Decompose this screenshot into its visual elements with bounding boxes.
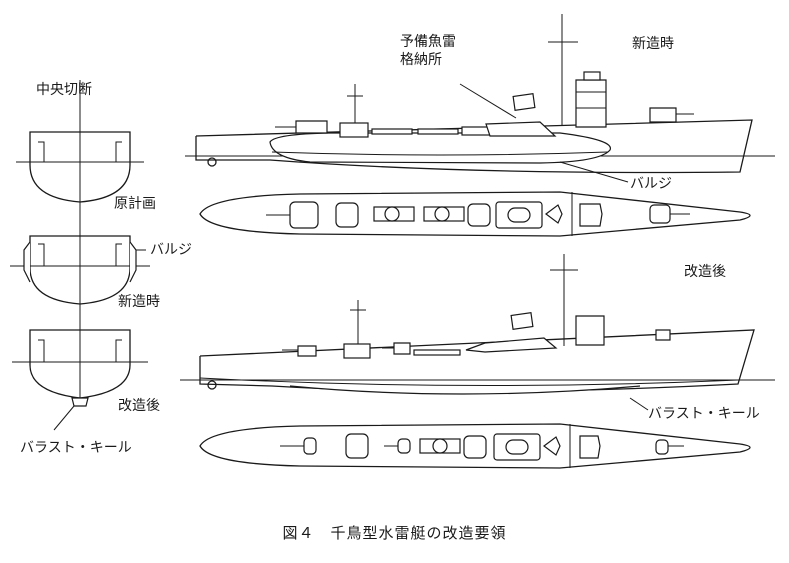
modified-section-label: 改造後 bbox=[118, 398, 160, 414]
cross-section-as-built bbox=[10, 235, 150, 305]
modified-profile-label: 改造後 bbox=[684, 264, 726, 280]
ballast-keel-section-label: バラスト・キール bbox=[20, 440, 132, 456]
ship-plan-modified bbox=[199, 423, 751, 469]
ship-plan-as-built bbox=[199, 191, 751, 237]
bulge-section-label: バルジ bbox=[150, 242, 192, 258]
as-built-profile-label: 新造時 bbox=[632, 36, 674, 52]
ship-profile-as-built bbox=[185, 14, 775, 183]
section-title-label: 中央切断 bbox=[36, 82, 92, 98]
original-plan-label: 原計画 bbox=[114, 196, 156, 212]
as-built-section-label: 新造時 bbox=[118, 294, 160, 310]
ship-profile-modified bbox=[180, 254, 775, 411]
spare-torpedo-label-line1: 予備魚雷 bbox=[400, 34, 456, 50]
bulge-profile-label: バルジ bbox=[630, 176, 672, 192]
figure-caption: 図４ 千鳥型水雷艇の改造要領 bbox=[282, 524, 507, 542]
spare-torpedo-label-line2: 格納所 bbox=[400, 52, 442, 68]
ballast-keel-profile-label: バラスト・キール bbox=[648, 406, 760, 422]
cross-section-modified bbox=[12, 329, 148, 431]
cross-section-original bbox=[16, 80, 144, 400]
